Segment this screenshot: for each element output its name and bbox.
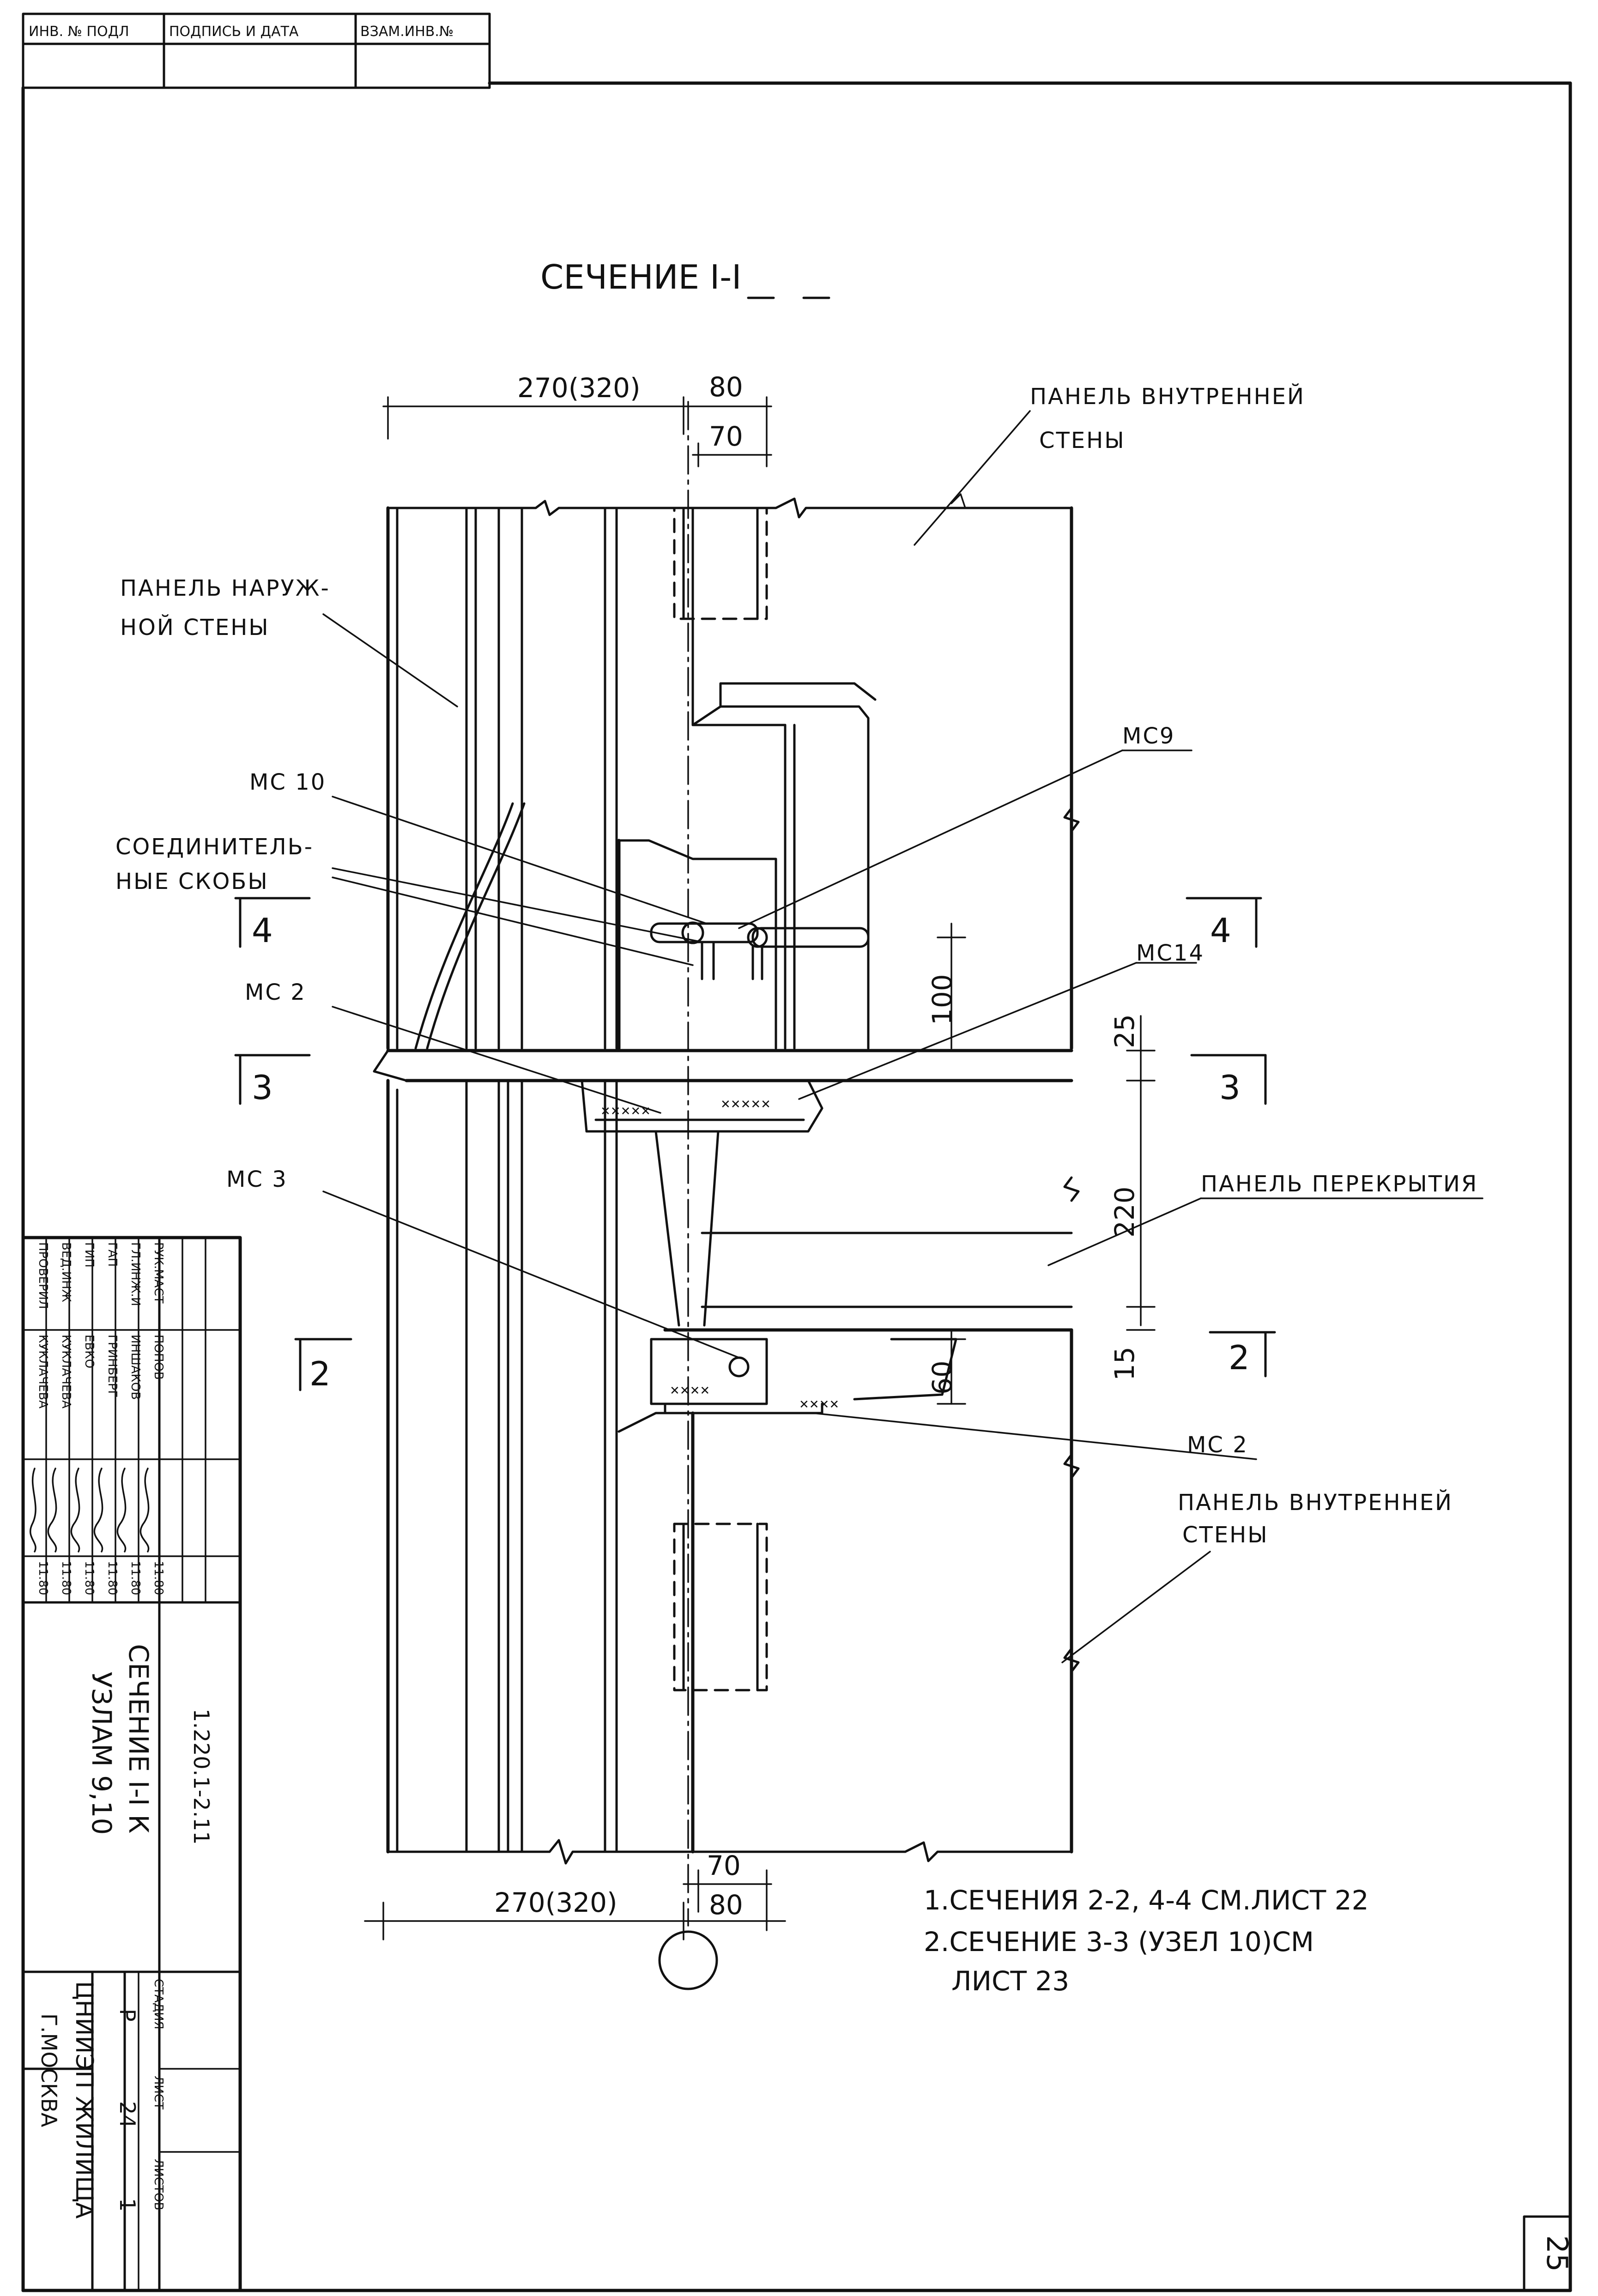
label-inner-wall-bottom-2: СТЕНЫ (1182, 1522, 1269, 1548)
signatures (29, 1468, 150, 1553)
dim-100: 100 (926, 974, 958, 1025)
label-connectors-2: НЫЕ СКОБЫ (115, 869, 269, 894)
label-mc3: МС 3 (226, 1166, 288, 1192)
label-floor-panel: ПАНЕЛЬ ПЕРЕКРЫТИЯ (1201, 1171, 1478, 1197)
dim-15: 15 (1109, 1347, 1140, 1381)
tb-stage-label: СТАДИЯ (151, 1979, 165, 2030)
tb-sheet-label: ЛИСТ (151, 2076, 165, 2109)
tb-date-0: 11.80 (151, 1561, 165, 1595)
drawing-title: СЕЧЕНИЕ I-I (540, 258, 741, 296)
tb-org-1: ЦНИИЭП ЖИЛИЩА (70, 1981, 98, 2219)
section-mark-4-left: 4 (252, 911, 273, 950)
notes: 1.СЕЧЕНИЯ 2-2, 4-4 СМ.ЛИСТ 22 2.СЕЧЕНИЕ … (924, 1885, 1369, 1997)
dim-25: 25 (1109, 1014, 1140, 1048)
stamp-block: ИНВ. № ПОДЛ ПОДПИСЬ И ДАТА ВЗАМ.ИНВ.№ (22, 12, 491, 89)
label-mc10: МС 10 (249, 769, 326, 795)
svg-text:✕✕✕✕: ✕✕✕✕ (799, 1398, 839, 1412)
tb-sheet: 24 (115, 2101, 140, 2128)
labels: ПАНЕЛЬ ВНУТРЕННЕЙ СТЕНЫ ПАНЕЛЬ НАРУЖ- НО… (115, 383, 1483, 1663)
label-mc9: МС9 (1122, 723, 1175, 749)
tb-role-1: ГЛ.ИНЖ.И (128, 1242, 142, 1306)
right-dimensions: 100 25 220 15 60 (926, 923, 1156, 1405)
dim-bot-80: 80 (709, 1889, 743, 1921)
page-number-box (1523, 2215, 1572, 2292)
dim-top-80: 80 (709, 371, 743, 403)
tb-name-1: ИНШАКОВ (128, 1335, 142, 1400)
stamp-podpis-data: ПОДПИСЬ И ДАТА (169, 24, 299, 40)
inner-wall-panel-upper (617, 506, 1073, 1050)
axis-marker (658, 1930, 718, 1990)
tb-name-3: ЕВКО (82, 1335, 96, 1368)
page-number: 25 (1540, 2236, 1574, 2272)
dim-top-width: 270(320) (517, 372, 641, 404)
tb-org-2: Г.МОСКВА (36, 2013, 61, 2127)
label-connectors-1: СОЕДИНИТЕЛЬ- (115, 834, 314, 860)
label-mc2-bottom: МС 2 (1187, 1432, 1248, 1458)
label-outer-wall-1: ПАНЕЛЬ НАРУЖ- (120, 575, 330, 601)
tb-name-4: КУКЛАЧЕВА (59, 1335, 73, 1408)
tb-stage: Р (115, 2009, 140, 2022)
outer-wall-panel-lower (386, 1079, 1073, 1865)
tb-role-3: ГИП (82, 1242, 96, 1268)
connector-clamps (650, 921, 870, 980)
stamp-inv-podl: ИНВ. № ПОДЛ (29, 24, 129, 40)
dim-220: 220 (1109, 1186, 1140, 1238)
label-inner-wall-bottom-1: ПАНЕЛЬ ВНУТРЕННЕЙ (1178, 1489, 1453, 1516)
outer-wall-panel-upper (386, 497, 1073, 1050)
tb-date-3: 11.80 (82, 1561, 96, 1595)
section-mark-4-right: 4 (1210, 911, 1231, 950)
note-1: 1.СЕЧЕНИЯ 2-2, 4-4 СМ.ЛИСТ 22 (924, 1885, 1369, 1916)
tb-date-4: 11.80 (59, 1561, 73, 1595)
dim-bot-width: 270(320) (494, 1887, 617, 1918)
section-mark-2-right: 2 (1229, 1338, 1250, 1377)
floor-slab: ✕✕✕✕ ✕✕✕✕ ✕✕✕✕✕ ✕✕✕✕✕ (581, 1079, 1073, 1414)
label-inner-wall-top-1: ПАНЕЛЬ ВНУТРЕННЕЙ (1030, 383, 1305, 410)
section-marks: 4 4 3 3 2 2 (234, 897, 1276, 1393)
inner-wall-panel-lower (617, 807, 1080, 1854)
label-outer-wall-2: НОЙ СТЕНЫ (120, 614, 270, 640)
tb-sheets: 1 (115, 2198, 140, 2211)
tb-role-2: ГАП (105, 1242, 119, 1267)
bottom-dimensions: 70 270(320) 80 (364, 1850, 786, 1940)
dim-60: 60 (926, 1360, 958, 1395)
tb-role-0: РУК.МАСТ (151, 1242, 165, 1304)
tb-title-2: УЗЛАМ 9,10 (86, 1672, 117, 1835)
svg-text:✕✕✕✕✕: ✕✕✕✕✕ (720, 1098, 771, 1112)
tb-name-2: ГРИНБЕРГ (105, 1335, 119, 1397)
dim-bot-70: 70 (707, 1850, 741, 1881)
section-mark-2-left: 2 (309, 1354, 331, 1393)
tb-code: 1.220.1-2.11 (189, 1709, 214, 1845)
tb-role-4: ВЕД.ИНЖ (59, 1242, 73, 1302)
tb-name-0: ПОПОВ (151, 1335, 165, 1380)
tb-name-5: КУКЛАЧЕВА (36, 1335, 50, 1408)
tb-title-1: СЕЧЕНИЕ I-I К (123, 1644, 154, 1833)
stamp-vzam-inv: ВЗАМ.ИНВ.№ (360, 24, 454, 40)
svg-text:✕✕✕✕: ✕✕✕✕ (670, 1384, 710, 1398)
note-2: 2.СЕЧЕНИЕ 3-3 (УЗЕЛ 10)СМ (924, 1926, 1314, 1958)
tb-date-2: 11.80 (105, 1561, 119, 1595)
dim-top-70: 70 (709, 421, 743, 452)
section-mark-3-right: 3 (1219, 1068, 1241, 1107)
title-block: РУК.МАСТ ПОПОВ 11.80 ГЛ.ИНЖ.И ИНШАКОВ 11… (21, 1236, 242, 2292)
tb-role-5: ПРОВЕРИЛ (36, 1242, 50, 1309)
label-inner-wall-top-2: СТЕНЫ (1039, 428, 1126, 453)
top-dimensions: 270(320) 80 70 (382, 371, 772, 467)
tb-date-1: 11.80 (128, 1561, 142, 1595)
label-mc14: МС14 (1136, 940, 1205, 966)
label-mc2-top: МС 2 (245, 979, 306, 1005)
tb-date-5: 11.80 (36, 1561, 50, 1595)
tb-sheets-label: ЛИСТОВ (151, 2159, 165, 2210)
note-3: ЛИСТ 23 (951, 1965, 1069, 1997)
section-mark-3-left: 3 (252, 1068, 273, 1107)
